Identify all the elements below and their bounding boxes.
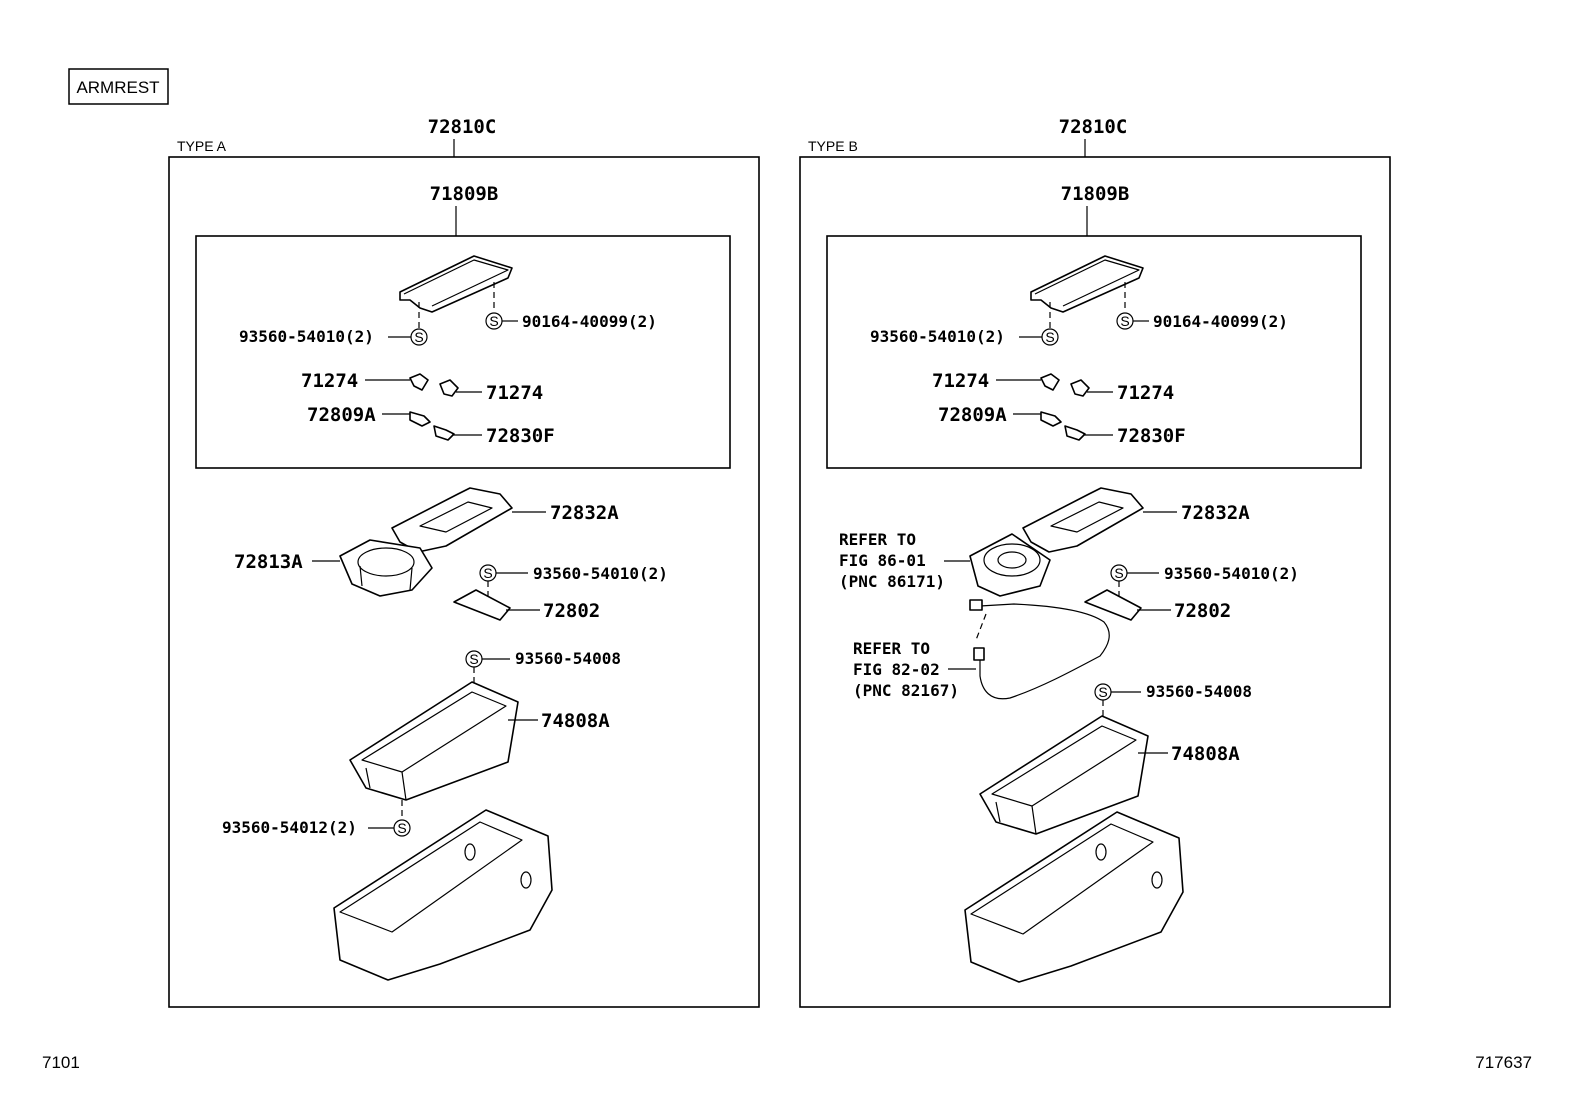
hinge-right-part [439, 379, 459, 397]
tray-part [979, 715, 1149, 835]
bracket-number: 72802 [1174, 600, 1231, 622]
lid-part [399, 255, 513, 313]
tray-clip-number: 93560-54008 [1146, 682, 1252, 701]
latch-spring-part [1064, 425, 1086, 441]
svg-text:S: S [469, 651, 478, 667]
bottom-clip-number: 93560-54012(2) [222, 818, 357, 837]
lid-clip-number: 93560-54010(2) [239, 327, 374, 346]
cup-holder-part [339, 539, 433, 597]
svg-text:S: S [397, 820, 406, 836]
bracket-number: 72802 [543, 600, 600, 622]
subassembly-frame [826, 235, 1362, 469]
svg-text:S: S [489, 313, 498, 329]
standard-part-symbol: S [1094, 683, 1112, 701]
assembly-number: 72810C [428, 116, 497, 138]
svg-text:S: S [483, 565, 492, 581]
hinge-left-number: 71274 [301, 370, 358, 392]
latch-part [409, 411, 431, 427]
type-a-frame [168, 156, 760, 1008]
subassembly-frame [195, 235, 731, 469]
latch-spring-number: 72830F [1117, 425, 1186, 447]
wire-harness-part [969, 599, 1110, 700]
bracket-part [1084, 589, 1142, 621]
tray-number: 74808A [541, 710, 610, 732]
subassembly-number: 71809B [1061, 183, 1130, 205]
panel-type-b: TYPE B 72810C 71809B S S 90164-40099(2) … [799, 116, 1391, 1008]
hinge-left-part [409, 373, 429, 391]
speaker-ref-line1: REFER TO [839, 530, 916, 549]
svg-text:S: S [1120, 313, 1129, 329]
standard-part-symbol: S S [410, 312, 503, 346]
subassembly-number: 71809B [430, 183, 499, 205]
footer-right-code: 717637 [1475, 1053, 1532, 1072]
lid-screw-number: 90164-40099(2) [522, 312, 657, 331]
hinge-right-number: 71274 [1117, 382, 1174, 404]
lid-clip-number: 93560-54010(2) [870, 327, 1005, 346]
hinge-left-number: 71274 [932, 370, 989, 392]
standard-part-symbol: S [479, 564, 497, 582]
standard-part-symbol: S S [1041, 312, 1134, 346]
lid-part [1030, 255, 1144, 313]
latch-spring-part [433, 425, 455, 441]
svg-text:S: S [1098, 684, 1107, 700]
latch-number: 72809A [938, 404, 1007, 426]
svg-text:S: S [1045, 329, 1054, 345]
wire-ref-line2: FIG 82-02 [853, 660, 940, 679]
panel-type-a: TYPE A 72810C 71809B S S 90164-40099(2) … [168, 116, 760, 1008]
wire-ref-line1: REFER TO [853, 639, 930, 658]
assembly-number: 72810C [1059, 116, 1128, 138]
tray-clip-number: 93560-54008 [515, 649, 621, 668]
speaker-ref-line3: (PNC 86171) [839, 572, 945, 591]
page-label-box [68, 68, 169, 105]
latch-spring-number: 72830F [486, 425, 555, 447]
footer-left-code: 7101 [42, 1053, 80, 1072]
armrest-body-part [964, 811, 1184, 983]
svg-text:S: S [414, 329, 423, 345]
tray-number: 74808A [1171, 743, 1240, 765]
plate-clip-number: 93560-54010(2) [533, 564, 668, 583]
inner-plate-number: 72832A [1181, 502, 1250, 524]
speaker-part [969, 533, 1051, 597]
inner-plate-number: 72832A [550, 502, 619, 524]
inner-plate-part [1022, 487, 1144, 553]
hinge-left-part [1040, 373, 1060, 391]
hinge-right-number: 71274 [486, 382, 543, 404]
plate-clip-number: 93560-54010(2) [1164, 564, 1299, 583]
standard-part-symbol: S [465, 650, 483, 668]
lid-screw-number: 90164-40099(2) [1153, 312, 1288, 331]
type-a-label: TYPE A [177, 138, 227, 154]
standard-part-symbol: S [1110, 564, 1128, 582]
hinge-right-part [1070, 379, 1090, 397]
svg-text:S: S [1114, 565, 1123, 581]
tray-part [349, 681, 519, 801]
latch-number: 72809A [307, 404, 376, 426]
armrest-body-part [333, 809, 553, 981]
speaker-ref-line2: FIG 86-01 [839, 551, 926, 570]
standard-part-symbol: S [393, 819, 411, 837]
page-label: ARMREST [76, 78, 159, 97]
type-b-frame [799, 156, 1391, 1008]
cup-holder-number: 72813A [234, 551, 303, 573]
bracket-part [453, 589, 511, 621]
wire-ref-line3: (PNC 82167) [853, 681, 959, 700]
inner-plate-part [391, 487, 513, 553]
type-b-label: TYPE B [808, 138, 858, 154]
latch-part [1040, 411, 1062, 427]
